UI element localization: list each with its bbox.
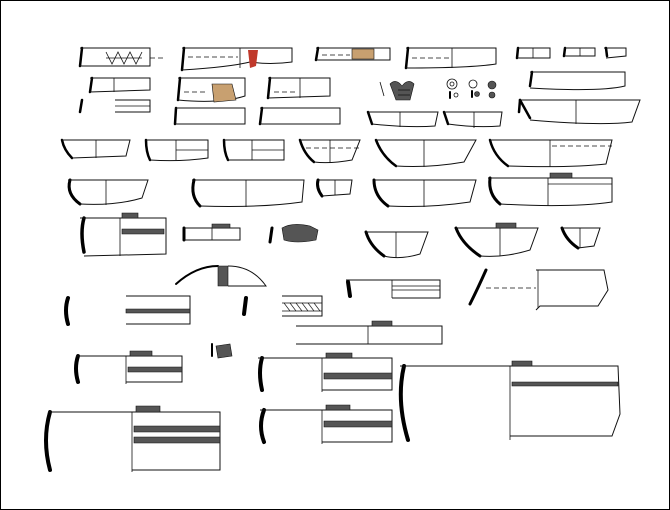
- sherd-6-2: [346, 279, 441, 299]
- sherd-6-4: [64, 295, 191, 326]
- fragment-6-7: [211, 343, 233, 359]
- bowl-4-5: [488, 172, 613, 207]
- sherd-2-7: [528, 70, 626, 91]
- sherd-1-6: [562, 46, 596, 58]
- jar-7-1: [74, 350, 183, 384]
- spindle-whorl-2: [468, 79, 480, 98]
- sherd-2-3: [176, 76, 246, 103]
- jar-7-4: [44, 405, 221, 472]
- sherd-2-1: [88, 76, 151, 94]
- sherd-1-1: [78, 46, 165, 68]
- bowl-3-1: [60, 138, 131, 160]
- bowl-4-2: [191, 178, 305, 208]
- sherd-5-3: [268, 224, 319, 244]
- sherd-1-5: [515, 46, 551, 60]
- miniature-1: [379, 81, 415, 101]
- bowl-5-4: [364, 230, 429, 259]
- bowl-3-6: [488, 138, 613, 168]
- sherd-2-11: [518, 98, 641, 125]
- bowl-4-1: [67, 178, 149, 206]
- sherd-2-2: [78, 98, 151, 114]
- bowl-3-2: [144, 138, 209, 162]
- bowl-4-3: [316, 178, 353, 198]
- bowl-3-3: [222, 138, 285, 162]
- jar-6-3: [468, 268, 609, 311]
- sherd-6-5: [242, 295, 323, 317]
- bowl-3-4: [298, 138, 361, 164]
- bowl-4-4: [372, 178, 477, 208]
- handle-6-1: [175, 265, 267, 287]
- sherd-2-5: [266, 76, 331, 100]
- sherd-1-7: [604, 46, 627, 59]
- sherd-5-2: [182, 223, 241, 242]
- bowl-3-5: [374, 138, 477, 168]
- sherd-1-4: [404, 46, 497, 70]
- sherd-1-3: [314, 46, 391, 62]
- bowl-5-5: [454, 222, 539, 258]
- jar-7-2: [258, 352, 393, 392]
- sherd-2-10: [442, 110, 503, 128]
- jar-7-5: [259, 404, 393, 444]
- spindle-whorl-3: [487, 80, 497, 99]
- sherd-5-1: [80, 212, 167, 257]
- sherd-1-2: [180, 46, 293, 72]
- sherd-2-6: [258, 106, 341, 126]
- bowl-5-6: [560, 226, 601, 250]
- sherd-2-4: [173, 106, 246, 126]
- jar-7-3: [398, 360, 621, 442]
- sherd-6-6: [296, 320, 443, 345]
- sherd-2-9: [366, 110, 439, 128]
- spindle-whorl-1: [446, 78, 459, 99]
